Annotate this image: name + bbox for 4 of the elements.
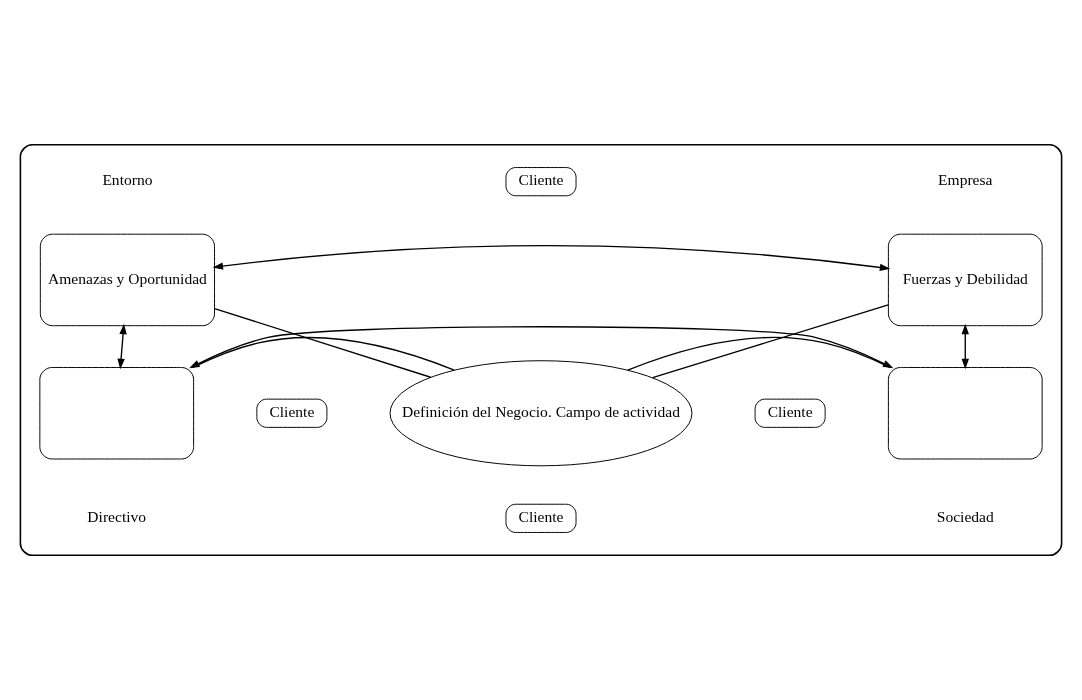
- node-label: Directivo: [87, 508, 147, 526]
- node-label: Empresa: [938, 171, 993, 189]
- node-label: Entorno: [102, 171, 153, 189]
- node-label: Sociedad: [936, 508, 994, 526]
